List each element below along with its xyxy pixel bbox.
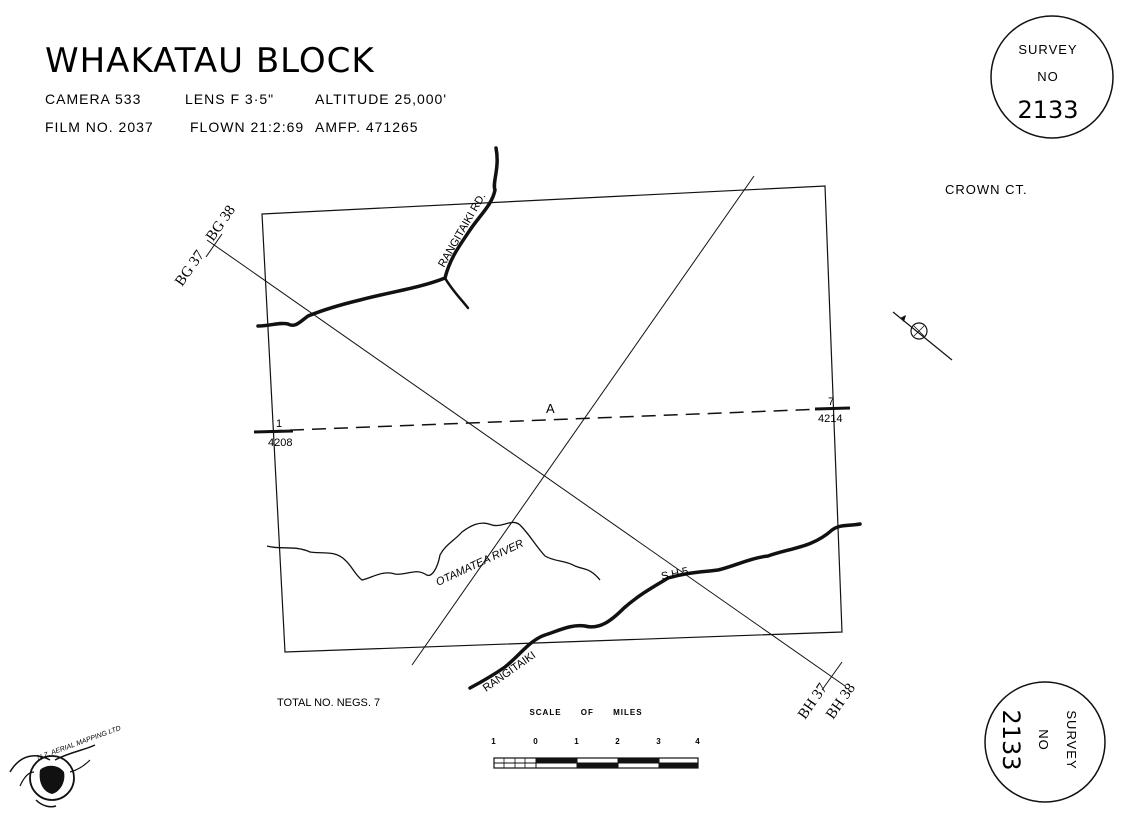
flight-line-name: A xyxy=(546,401,556,416)
survey-stamp-top: SURVEY NO 2133 xyxy=(990,15,1114,139)
road-label-sh5: S.H.5. xyxy=(660,565,692,583)
survey-stamp-line2: NO xyxy=(1037,69,1059,84)
flown-info: FLOWN 21:2:69 xyxy=(190,119,304,135)
scale-tick-label: 2 xyxy=(615,737,620,746)
flight-line-start-tick xyxy=(253,429,294,434)
map-title: WHAKATAU BLOCK xyxy=(45,41,375,81)
flight-end-frame: 7 xyxy=(828,396,834,408)
scale-tick-label: 3 xyxy=(656,737,661,746)
scale-tick-label: 1 xyxy=(574,737,579,746)
altitude-info: ALTITUDE 25,000' xyxy=(315,91,447,107)
sheet-boundary-nw-se xyxy=(206,239,846,687)
scale-tick-label: 4 xyxy=(695,737,700,746)
sheet-boundary-ne-sw xyxy=(411,175,755,666)
survey-stamp-bottom-line2: NO xyxy=(1036,729,1051,751)
survey-stamp-bottom: SURVEY NO 2133 xyxy=(984,681,1106,803)
road-rangitaiki-rd xyxy=(256,146,499,328)
total-negs: TOTAL NO. NEGS. 7 xyxy=(277,697,380,709)
crown-label: CROWN CT. xyxy=(945,182,1028,197)
camera-info: CAMERA 533 xyxy=(45,91,141,107)
coverage-boundary xyxy=(261,185,843,653)
sheet-label-bh38: BH 38 xyxy=(823,681,859,723)
flight-start-neg: 4208 xyxy=(268,437,292,449)
sheet-label-bg38: BG 38 xyxy=(203,203,239,245)
nz-aerial-mapping-logo-icon xyxy=(9,744,96,808)
sheet-label-divider-se xyxy=(821,661,843,691)
road-sh5 xyxy=(468,522,862,690)
survey-stamp-bottom-line1: SURVEY xyxy=(1064,710,1079,769)
amfp-info: AMFP. 471265 xyxy=(315,119,419,135)
road-rangitaiki-rd-branch xyxy=(443,276,470,310)
road-label-rangitaiki-rd: RANGITAIKI RD. xyxy=(436,191,488,269)
survey-stamp-bottom-number: 2133 xyxy=(997,709,1025,770)
flight-end-neg: 4214 xyxy=(818,413,842,425)
logo-text: N.Z. AERIAL MAPPING LTD xyxy=(36,725,122,762)
film-info: FILM NO. 2037 xyxy=(45,119,154,135)
flight-line-a xyxy=(267,407,849,432)
lens-info: LENS F 3·5" xyxy=(185,91,274,107)
sheet-label-bg37: BG 37 xyxy=(172,247,208,289)
scale-bar: SCALE OF MILES 1 0 1 2 3 4 xyxy=(491,708,700,769)
river-otamatea xyxy=(266,521,601,581)
sheet-label-divider-nw xyxy=(205,233,223,258)
road-label-rangitaiki: RANGITAIKI xyxy=(481,649,538,694)
scale-title: SCALE OF MILES xyxy=(529,708,642,717)
north-arrow-icon xyxy=(892,311,953,361)
flight-line-end-tick xyxy=(814,406,851,411)
flight-start-frame: 1 xyxy=(276,418,282,430)
scale-tick-label: 1 xyxy=(491,737,496,746)
survey-stamp-number: 2133 xyxy=(1017,96,1078,124)
scale-tick-label: 0 xyxy=(533,737,538,746)
survey-stamp-line1: SURVEY xyxy=(1018,42,1077,57)
